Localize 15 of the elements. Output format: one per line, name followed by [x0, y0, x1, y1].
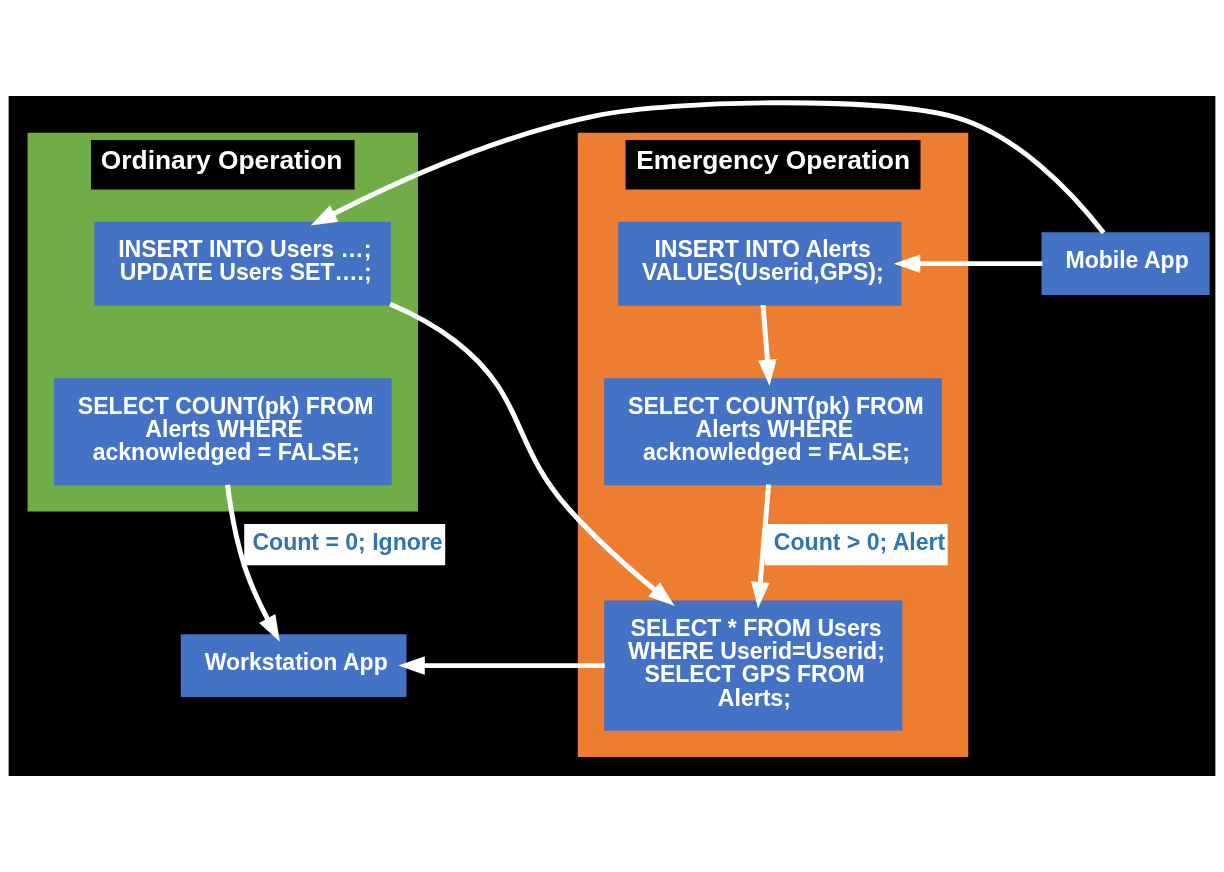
node-box: INSERT INTO Alerts VALUES(Userid,GPS);	[618, 221, 902, 306]
arrow	[758, 305, 777, 387]
node-box: SELECT COUNT(pk) FROM Alerts WHERE acknowledged = FALSE;	[604, 378, 942, 486]
node-box: SELECT COUNT(pk) FROM Alerts WHERE acknowledged = FALSE;	[53, 378, 392, 486]
arrow	[310, 100, 1106, 235]
arrow	[398, 656, 605, 675]
node-box: Workstation App	[180, 634, 407, 697]
edge-label: Count = 0; Ignore	[252, 528, 443, 555]
node-box: Mobile App	[1041, 232, 1210, 295]
edge-label: Count > 0; Alert	[773, 528, 946, 555]
node-box: INSERT INTO Users …; UPDATE Users SET….;	[94, 221, 391, 306]
arrow	[893, 254, 1043, 273]
arrow	[751, 484, 772, 609]
arrow	[389, 301, 675, 607]
node-box: SELECT * FROM Users WHERE Userid=Userid; SELECT GPS FROM Alerts;	[604, 600, 903, 731]
